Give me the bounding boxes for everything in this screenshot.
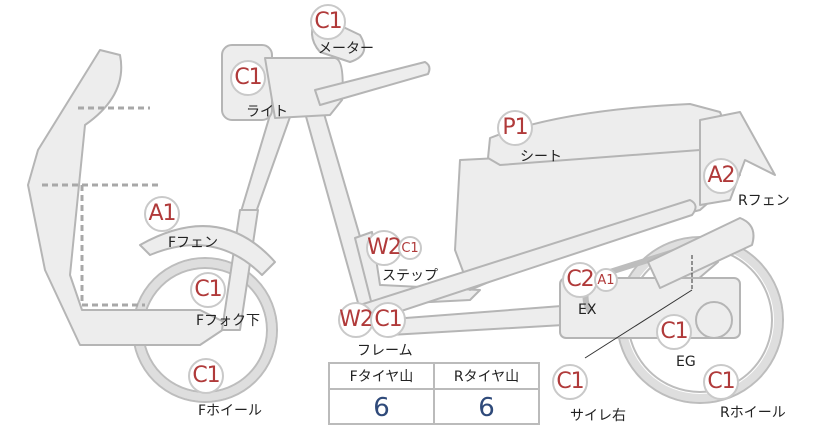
step-grade-badge: W2	[366, 230, 402, 266]
exhaust-marker[interactable]: C2 A1	[562, 262, 618, 298]
tread-depth-header-row: Fタイヤ山 Rタイヤ山	[330, 364, 538, 390]
step-label: ステップ	[382, 268, 438, 284]
rear-tread-header: Rタイヤ山	[453, 369, 520, 385]
frame-grade-badge: W2	[338, 302, 374, 338]
f-wheel-marker[interactable]: C1	[188, 358, 224, 394]
r-fender-marker[interactable]: A2	[703, 158, 739, 194]
f-wheel-label: Fホイール	[198, 403, 263, 419]
engine-marker[interactable]: C1	[656, 314, 692, 350]
engine-shape	[559, 277, 741, 339]
exhaust-grade-badge-secondary: A1	[594, 268, 618, 292]
f-fender-label: Fフェン	[168, 235, 219, 251]
seat-marker[interactable]: P1	[497, 110, 533, 146]
r-wheel-label: Rホイール	[720, 405, 786, 421]
frame-marker[interactable]: W2 C1	[338, 302, 406, 338]
muffler-grade-badge: C1	[552, 364, 588, 400]
tread-depth-table: Fタイヤ山 Rタイヤ山 6 6	[328, 362, 540, 425]
f-fork-grade-badge: C1	[190, 272, 226, 308]
meter-marker[interactable]: C1	[310, 4, 346, 40]
f-fork-label: Fフォク下	[196, 313, 261, 329]
step-marker[interactable]: W2 C1	[366, 230, 422, 266]
light-label: ライト	[246, 104, 288, 120]
frame-label: フレーム	[357, 343, 413, 359]
f-fork-marker[interactable]: C1	[190, 272, 226, 308]
front-shield-shape	[27, 49, 231, 346]
muffler-shape	[647, 217, 755, 289]
r-wheel-grade-badge: C1	[703, 364, 739, 400]
exhaust-label: EX	[578, 302, 597, 318]
lower-frame-shape	[359, 199, 697, 319]
seat-label: シート	[520, 149, 562, 165]
front-tread-header: Fタイヤ山	[330, 364, 435, 388]
tread-depth-value-row: 6 6	[330, 390, 538, 425]
front-fender-shape	[139, 225, 276, 276]
seat-grade-badge: P1	[497, 110, 533, 146]
light-grade-badge: C1	[230, 60, 266, 96]
f-wheel-grade-badge: C1	[188, 358, 224, 394]
front-tread-value: 6	[330, 390, 435, 425]
muffler-label: サイレ右	[570, 408, 626, 424]
muffler-marker[interactable]: C1	[552, 364, 588, 400]
meter-grade-badge: C1	[310, 4, 346, 40]
meter-label: メーター	[318, 41, 374, 57]
rear-tread-value: 6	[478, 392, 495, 423]
engine-grade-badge: C1	[656, 314, 692, 350]
light-marker[interactable]: C1	[230, 60, 266, 96]
handlebar-shape	[314, 61, 431, 106]
r-fender-grade-badge: A2	[703, 158, 739, 194]
f-fender-marker[interactable]: A1	[144, 196, 180, 232]
engine-label: EG	[676, 354, 696, 370]
frame-grade-badge-secondary: C1	[370, 302, 406, 338]
r-fender-label: Rフェン	[738, 193, 790, 209]
r-wheel-marker[interactable]: C1	[703, 364, 739, 400]
step-grade-badge-secondary: C1	[398, 236, 422, 260]
f-fender-grade-badge: A1	[144, 196, 180, 232]
exhaust-grade-badge: C2	[562, 262, 598, 298]
